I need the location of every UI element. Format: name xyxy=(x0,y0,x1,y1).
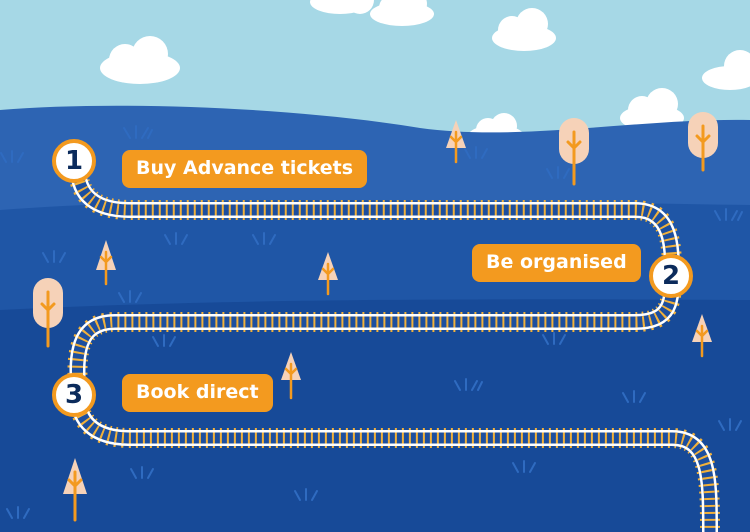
tree-icon xyxy=(688,112,718,172)
tree-icon xyxy=(559,118,589,186)
step-1-number-badge: 1 xyxy=(52,139,96,183)
grass-tuft-icon xyxy=(542,332,566,345)
grass-tuft-icon xyxy=(118,290,142,303)
step-1-label: Buy Advance tickets xyxy=(122,150,368,188)
step-3-label: Book direct xyxy=(122,374,273,412)
tree-icon xyxy=(33,278,63,348)
grass-tuft-icon xyxy=(454,378,483,391)
cloud-icon xyxy=(100,36,180,84)
hill-near xyxy=(0,299,750,532)
tree-icon xyxy=(63,458,87,522)
grass-tuft-icon xyxy=(123,125,153,139)
grass-tuft-icon xyxy=(164,232,188,245)
grass-tuft-icon xyxy=(0,150,24,163)
grass-tuft-icon xyxy=(546,166,570,179)
step-2-label: Be organised xyxy=(472,244,641,282)
grass-tuft-icon xyxy=(6,506,30,519)
grass-tuft-icon xyxy=(152,334,176,347)
railway-track xyxy=(67,167,720,532)
grass-tuft-icon xyxy=(622,390,646,403)
grass-tuft-icon xyxy=(252,232,276,245)
step-3-number-badge: 3 xyxy=(52,373,96,417)
tree-icon xyxy=(692,314,712,358)
cloud-icon xyxy=(310,0,374,14)
tree-icon xyxy=(446,120,466,164)
cloud-icon xyxy=(492,8,556,51)
grass-tuft-icon xyxy=(464,146,488,159)
tree-icon xyxy=(96,240,116,286)
step-2-number-badge: 2 xyxy=(649,254,693,298)
grass-tuft-icon xyxy=(718,418,742,431)
grass-tuft-icon xyxy=(130,466,154,479)
tree-icon xyxy=(281,352,301,400)
cloud-icon xyxy=(370,0,434,26)
grass-tuft-icon xyxy=(512,460,536,473)
tree-icon xyxy=(318,252,338,296)
grass-tuft-icon xyxy=(42,250,66,263)
grass-tuft-icon xyxy=(714,208,743,221)
cloud-icon xyxy=(702,50,750,90)
grass-tuft-icon xyxy=(294,488,318,501)
